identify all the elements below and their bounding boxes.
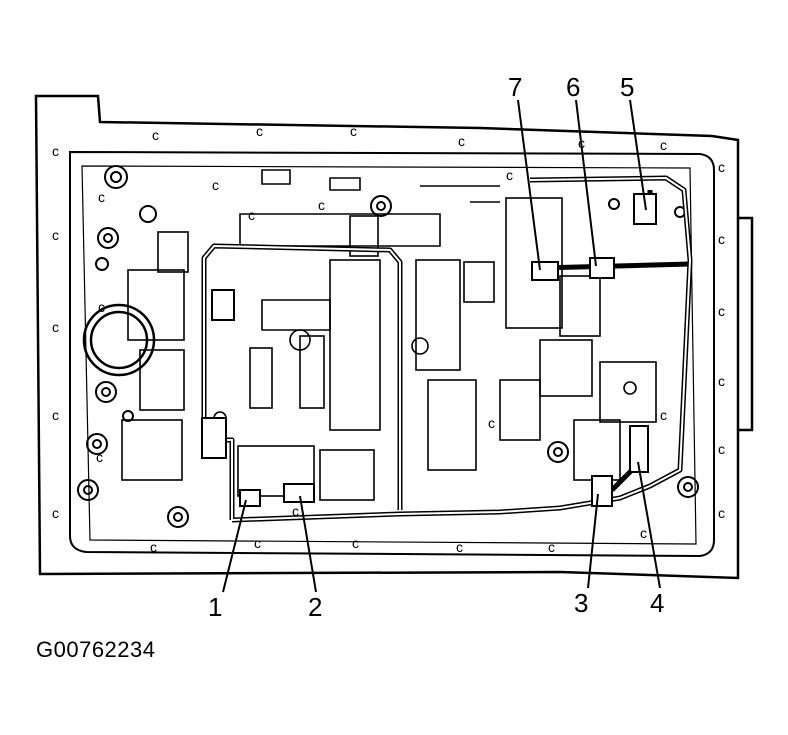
clamp-mark: c	[350, 123, 357, 139]
clamp-mark: c	[718, 303, 725, 319]
callout-5: 5	[620, 72, 634, 102]
clamp-mark: c	[660, 137, 667, 153]
clamp-mark: c	[660, 407, 667, 423]
valve-body-passages	[121, 169, 657, 501]
clamp-mark: c	[248, 207, 255, 223]
clamp-mark: c	[98, 189, 105, 205]
clamp-mark: c	[718, 441, 725, 457]
clamp-mark: c	[318, 197, 325, 213]
clamp-mark: c	[458, 133, 465, 149]
callout-leaders	[222, 99, 661, 593]
clamp-mark: c	[718, 231, 725, 247]
clamp-mark: c	[98, 299, 105, 315]
clamp-mark: c	[456, 539, 463, 555]
clamp-mark: c	[578, 135, 585, 151]
clamp-mark: c	[256, 123, 263, 139]
transmission-case	[34, 94, 754, 580]
callout-2: 2	[308, 592, 322, 622]
clamp-mark: c	[352, 535, 359, 551]
clamp-mark: c	[96, 449, 103, 465]
callout-3: 3	[574, 588, 588, 618]
clamp-mark: c	[548, 539, 555, 555]
clamp-mark: c	[52, 227, 59, 243]
callout-6: 6	[566, 72, 580, 102]
clamp-mark: c	[718, 159, 725, 175]
clamp-mark: c	[52, 407, 59, 423]
callout-1: 1	[208, 592, 222, 622]
bolt-holes	[77, 165, 699, 528]
callout-labels: 1 2 3 4 5 6 7	[208, 72, 664, 622]
clamp-mark: c	[488, 415, 495, 431]
clamp-mark: c	[212, 177, 219, 193]
clamp-mark: c	[718, 505, 725, 521]
figure-id: G00762234	[36, 637, 156, 662]
clamp-mark: c	[150, 539, 157, 555]
clamp-mark: c	[640, 525, 647, 541]
clamp-mark: c	[152, 127, 159, 143]
callout-7: 7	[508, 72, 522, 102]
clamp-mark: c	[718, 373, 725, 389]
clamp-mark: c	[506, 167, 513, 183]
clamp-mark: c	[52, 143, 59, 159]
wiring-harness-inner	[203, 176, 692, 521]
clamp-mark: c	[254, 535, 261, 551]
callout-4: 4	[650, 588, 664, 618]
clamp-mark: c	[52, 505, 59, 521]
wiring-harness	[201, 175, 693, 523]
clamp-mark: c	[292, 503, 299, 519]
clamp-mark: c	[52, 319, 59, 335]
solenoid-connectors	[201, 193, 657, 507]
clamp-marks: c c c c c c c c c c c c c c c c c c c c c c c c c c c c c c c c c	[52, 123, 725, 555]
